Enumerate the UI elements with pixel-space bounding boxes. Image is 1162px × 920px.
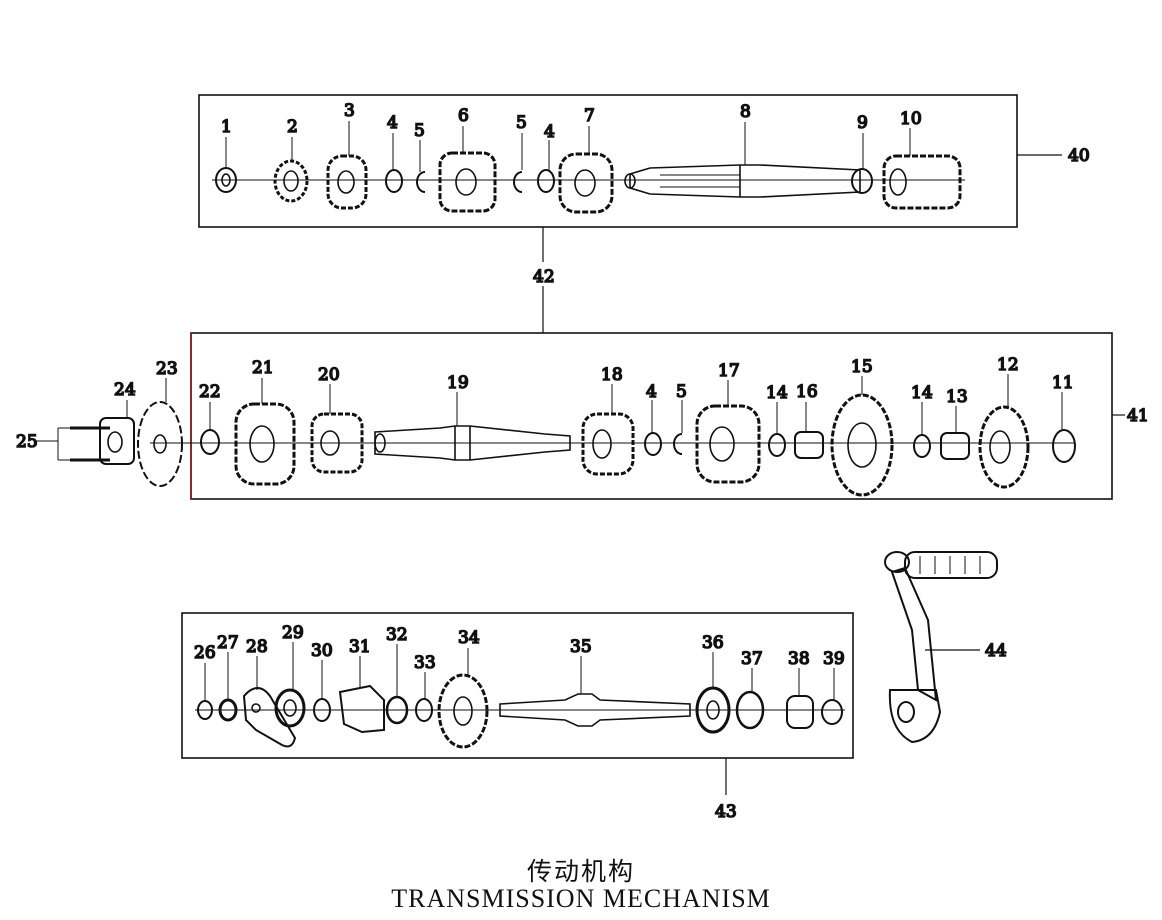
callout-27: 27 <box>217 633 239 653</box>
callout-18: 18 <box>601 365 623 385</box>
group-43-kickstart-shaft: 26 27 28 29 30 31 32 33 34 35 36 37 38 3… <box>181 612 854 823</box>
callout-2: 2 <box>287 117 298 137</box>
kick-lever-boss <box>888 689 942 744</box>
callout-25: 25 <box>16 432 38 452</box>
callout-30: 30 <box>311 641 333 661</box>
part-29-spring <box>274 688 306 728</box>
part-25-bolts <box>45 426 110 462</box>
callout-15: 15 <box>851 357 873 377</box>
part-33-washer <box>415 698 433 722</box>
part-26-washer <box>197 700 213 720</box>
part-44-kick-lever: 44 <box>884 551 1007 744</box>
callout-23: 23 <box>156 359 178 379</box>
callout-24: 24 <box>114 380 136 400</box>
part-4-washer <box>385 169 403 193</box>
callout-42: 42 <box>533 267 555 287</box>
callout-39: 39 <box>823 649 845 669</box>
part-34-gear <box>437 673 489 749</box>
part-15-gear <box>830 393 894 497</box>
part-11-washer <box>1052 429 1076 463</box>
callout-36: 36 <box>702 633 724 653</box>
callout-4: 4 <box>387 113 398 133</box>
part-14-washer <box>768 433 786 457</box>
part-4-washer-c <box>644 432 662 456</box>
part-39-washer <box>821 699 843 725</box>
part-6-gear <box>438 151 497 213</box>
callout-7: 7 <box>584 106 595 126</box>
part-5-circlip-b <box>513 171 523 193</box>
part-17-gear <box>695 404 761 484</box>
kick-lever-arm <box>890 566 938 702</box>
part-35-shaft <box>499 693 691 727</box>
part-31-ratchet <box>338 684 385 734</box>
callout-10: 10 <box>900 109 922 129</box>
callout-1: 1 <box>221 117 232 137</box>
callout-17: 17 <box>718 361 740 381</box>
part-22-washer <box>200 429 220 455</box>
callout-5-b: 5 <box>516 113 527 133</box>
callout-21: 21 <box>252 358 274 378</box>
callout-34: 34 <box>458 628 480 648</box>
callout-9: 9 <box>857 113 868 133</box>
part-23-sprocket <box>137 401 183 487</box>
callout-4-b: 4 <box>544 122 555 142</box>
callout-35: 35 <box>570 637 592 657</box>
callout-5-c: 5 <box>676 382 687 402</box>
title-chinese: 传动机构 <box>526 857 635 886</box>
part-10-gear <box>882 154 962 210</box>
part-21-gear <box>234 402 296 486</box>
callout-3: 3 <box>344 101 355 121</box>
part-18-gear <box>581 412 635 476</box>
callout-6: 6 <box>458 106 469 126</box>
part-28-lever <box>242 687 297 748</box>
part-5-circlip <box>416 171 426 193</box>
part-3-gear <box>326 154 368 210</box>
callout-31: 31 <box>349 637 371 657</box>
group-40-frame <box>198 94 1018 228</box>
part-8-shaft <box>629 164 861 198</box>
part-24-plate <box>99 417 135 465</box>
callout-16: 16 <box>796 382 818 402</box>
part-5-circlip-c <box>673 433 683 455</box>
callout-29: 29 <box>282 623 304 643</box>
callout-20: 20 <box>318 365 340 385</box>
callout-28: 28 <box>246 637 268 657</box>
part-14-washer-b <box>913 434 931 458</box>
group-41-mainshaft: 23 24 25 22 21 20 19 18 4 5 17 14 16 15 … <box>15 332 1149 500</box>
group-40-countershaft: 1 2 3 4 5 6 5 4 7 8 9 10 40 <box>198 94 1090 228</box>
callout-19: 19 <box>447 373 469 393</box>
part-16-bushing <box>794 431 824 459</box>
callout-43: 43 <box>715 802 737 822</box>
callout-26: 26 <box>194 643 216 663</box>
part-2-gear <box>273 159 309 203</box>
part-38-collar <box>786 695 814 729</box>
callout-32: 32 <box>386 625 408 645</box>
part-9-washer <box>851 168 873 194</box>
callout-8: 8 <box>740 102 751 122</box>
callout-12: 12 <box>997 355 1019 375</box>
callout-4-c: 4 <box>646 382 657 402</box>
callout-11: 11 <box>1052 373 1074 393</box>
part-12-gear <box>978 405 1030 489</box>
callout-41: 41 <box>1127 406 1149 426</box>
callout-22: 22 <box>199 382 221 402</box>
part-7-gear <box>558 152 614 214</box>
callout-5: 5 <box>414 121 425 141</box>
title-english: TRANSMISSION MECHANISM <box>391 884 771 913</box>
callout-38: 38 <box>788 649 810 669</box>
kick-lever-rubber <box>904 551 998 579</box>
group-43-frame <box>181 612 854 759</box>
part-13-bushing <box>940 432 970 460</box>
callout-37: 37 <box>741 649 763 669</box>
connector-42: 42 <box>532 227 555 333</box>
callout-40: 40 <box>1068 146 1090 166</box>
callout-44: 44 <box>985 641 1007 661</box>
callout-14-b: 14 <box>911 383 933 403</box>
part-4-washer-b <box>537 169 555 193</box>
callout-33: 33 <box>414 653 436 673</box>
callout-14: 14 <box>766 383 788 403</box>
part-37-spring <box>735 690 765 730</box>
callout-13: 13 <box>946 387 968 407</box>
